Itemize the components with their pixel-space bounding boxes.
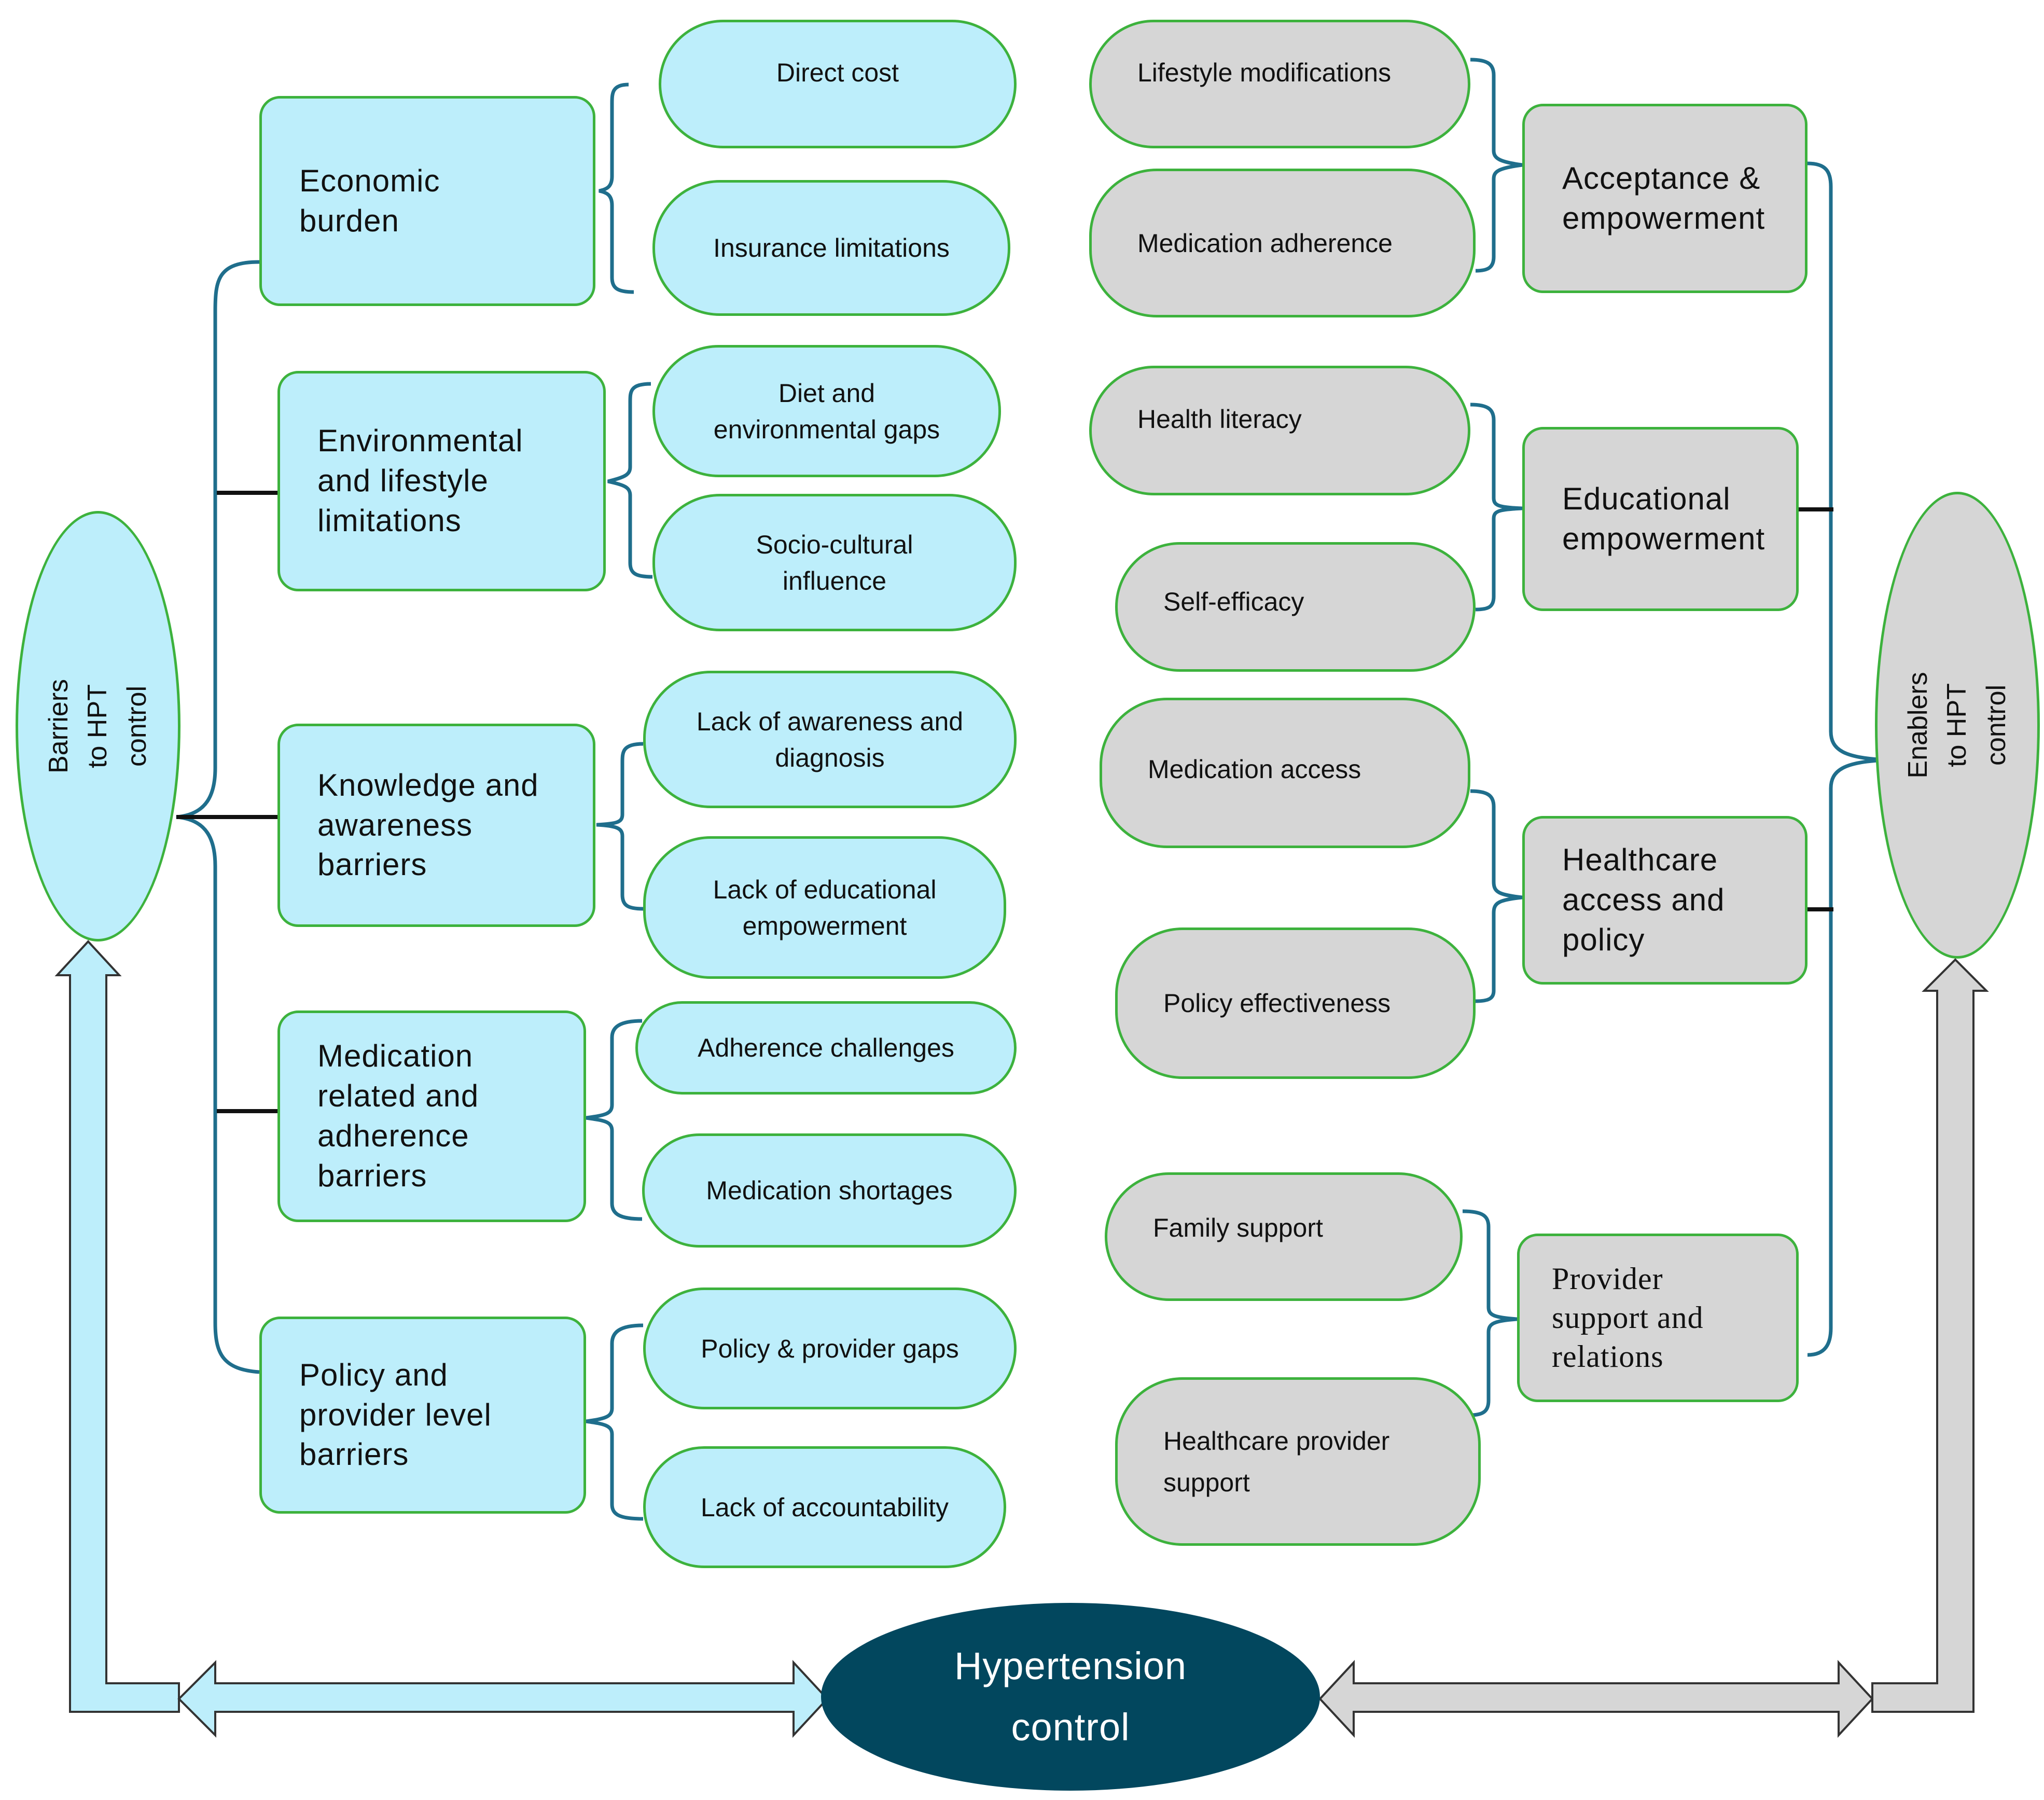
enabler-item-lifestyle-modifications: Lifestyle modifications — [1089, 20, 1470, 148]
enabler-item-medication-adherence: Medication adherence — [1089, 169, 1476, 317]
barrier-item-insurance-limitations: Insurance limitations — [652, 180, 1010, 316]
bracket-educational — [1470, 403, 1523, 612]
barrier-item-lack-educational-empowerment: Lack of educational empowerment — [643, 836, 1006, 979]
bracket-knowledge — [596, 742, 644, 911]
enabler-healthcare-access-policy: Healthcare access and policy — [1522, 816, 1807, 985]
barrier-economic-burden: Economic burden — [259, 96, 595, 306]
barrier-knowledge-awareness: Knowledge and awareness barriers — [277, 724, 595, 927]
barriers-label: Barriers to HPT control — [43, 679, 152, 774]
barrier-environmental-lifestyle: Environmental and lifestyle limitations — [277, 371, 606, 591]
hypertension-control-oval: Hypertension control — [821, 1603, 1320, 1791]
enabler-item-health-literacy: Health literacy — [1089, 366, 1470, 495]
enablers-oval: Enablers to HPT control — [1875, 492, 2040, 959]
barrier-policy-provider: Policy and provider level barriers — [259, 1317, 586, 1514]
enabler-item-medication-access: Medication access — [1100, 698, 1470, 848]
barrier-item-lack-awareness-diagnosis: Lack of awareness and diagnosis — [643, 671, 1017, 808]
enabler-acceptance-empowerment: Acceptance & empowerment — [1522, 104, 1807, 293]
bracket-policy — [586, 1323, 644, 1521]
left-double-arrow — [177, 1659, 829, 1738]
barrier-item-lack-accountability: Lack of accountability — [643, 1446, 1006, 1568]
enabler-provider-support-relations: Provider support and relations — [1517, 1234, 1799, 1402]
enabler-educational-empowerment: Educational empowerment — [1522, 427, 1799, 611]
barrier-item-policy-provider-gaps: Policy & provider gaps — [643, 1287, 1017, 1409]
enabler-item-policy-effectiveness: Policy effectiveness — [1115, 927, 1476, 1079]
enabler-item-family-support: Family support — [1105, 1172, 1463, 1301]
bracket-acceptance — [1470, 58, 1523, 273]
left-loop-arrow — [54, 940, 180, 1713]
bracket-provider — [1462, 1209, 1518, 1417]
barrier-item-diet-environmental-gaps: Diet and environmental gaps — [652, 345, 1001, 477]
enabler-item-healthcare-provider-support: Healthcare provider support — [1115, 1377, 1481, 1546]
barrier-medication-adherence: Medication related and adherence barrier… — [277, 1010, 586, 1222]
bracket-environmental — [607, 382, 653, 579]
barrier-trunk — [176, 260, 260, 1374]
bracket-medication — [586, 1019, 643, 1221]
barrier-item-direct-cost: Direct cost — [659, 20, 1017, 148]
bracket-healthcare — [1470, 789, 1523, 1003]
barrier-item-socio-cultural-influence: Socio-cultural influence — [652, 494, 1017, 631]
enabler-item-self-efficacy: Self-efficacy — [1115, 542, 1476, 672]
right-double-arrow — [1318, 1659, 1874, 1738]
barrier-item-medication-shortages: Medication shortages — [642, 1133, 1017, 1248]
enablers-label: Enablers to HPT control — [1902, 672, 2011, 779]
barrier-item-adherence-challenges: Adherence challenges — [635, 1001, 1017, 1095]
bracket-economic — [599, 82, 634, 294]
barriers-oval: Barriers to HPT control — [16, 511, 180, 941]
right-loop-arrow — [1871, 958, 1989, 1713]
